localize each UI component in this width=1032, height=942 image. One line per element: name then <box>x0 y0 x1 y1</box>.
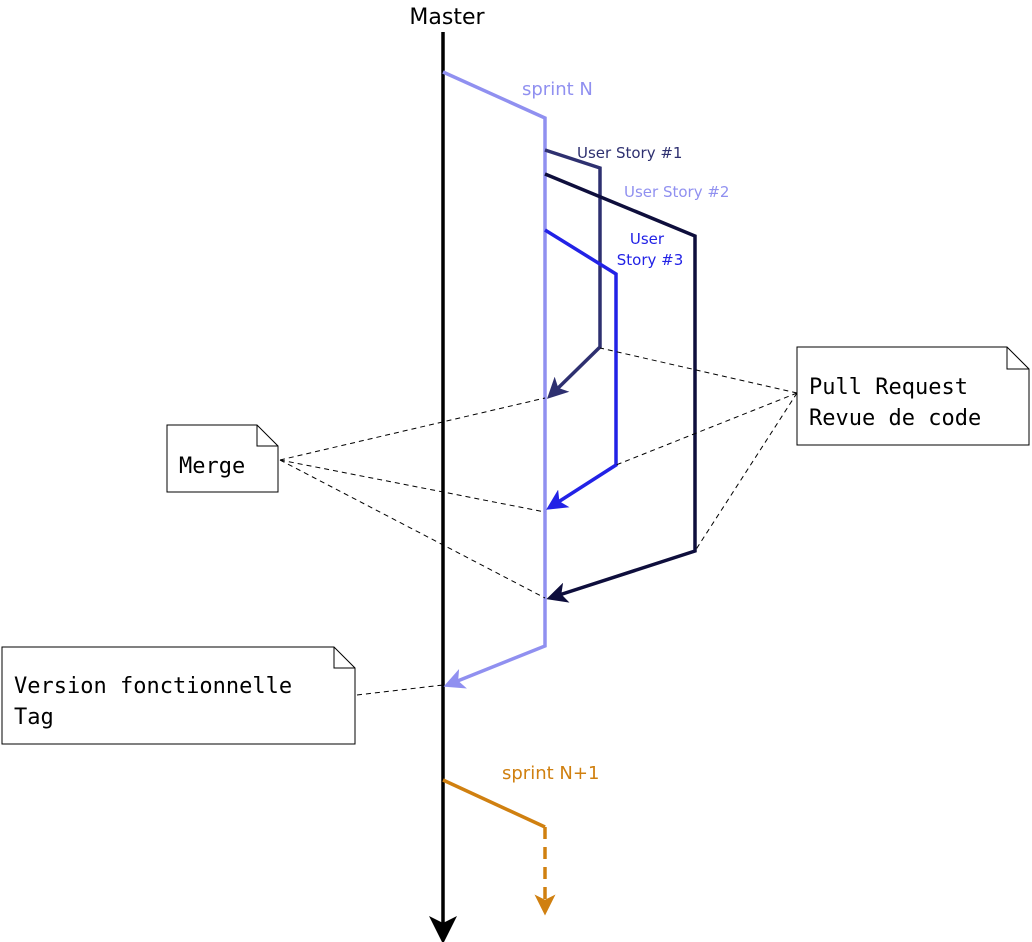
user-story-1-label: User Story #1 <box>577 144 682 162</box>
sprint-n1-label: sprint N+1 <box>502 763 599 784</box>
version-note-line2: Tag <box>14 705 54 730</box>
pull-request-note: Pull Request Revue de code <box>796 346 1030 446</box>
version-note: Version fonctionnelle Tag <box>1 646 356 745</box>
master-label: Master <box>409 5 485 30</box>
version-note-line1: Version fonctionnelle <box>14 674 292 699</box>
user-story-2-branch-line <box>544 172 697 603</box>
merge-note: Merge <box>166 424 279 493</box>
sprint-n-branch-line <box>442 70 547 689</box>
merge-note-text: Merge <box>179 454 245 479</box>
sprint-n-label: sprint N <box>522 79 593 100</box>
user-story-3-branch-line <box>544 228 618 510</box>
sprint-n1-branch-line <box>442 778 546 829</box>
user-story-3-label-line2: Story #3 <box>617 251 684 269</box>
pull-request-note-line2: Revue de code <box>809 406 981 431</box>
user-story-2-label: User Story #2 <box>624 183 729 201</box>
user-story-1-branch-line <box>544 148 602 399</box>
note-connectors <box>279 347 798 696</box>
user-story-3-label-line1: User <box>630 230 665 248</box>
pull-request-note-line1: Pull Request <box>809 375 968 400</box>
